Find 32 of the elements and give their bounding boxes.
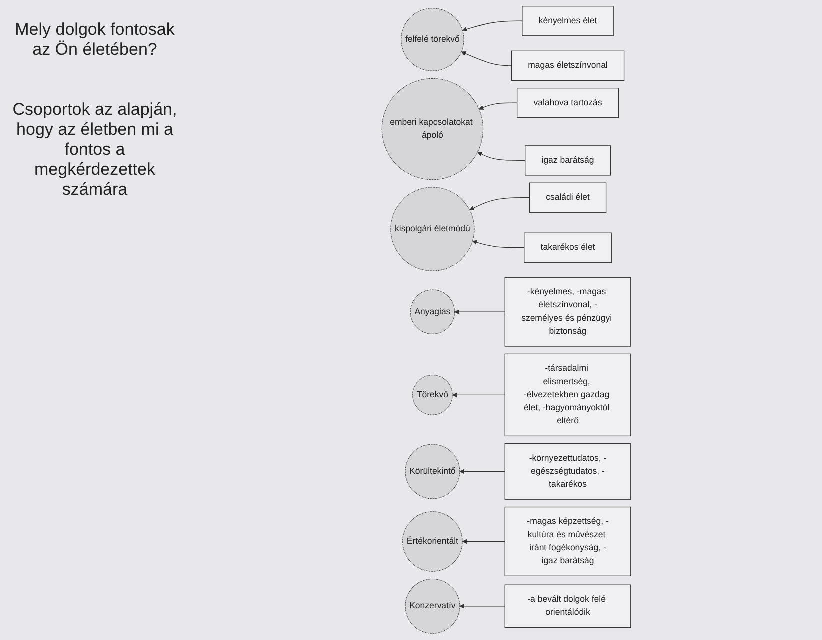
node-box: kényelmes élet [522,6,614,36]
heading-text: Mely dolgok fontosak az Ön életében? [14,20,176,60]
node-box: -társadalmi elismertség, -élvezetekben gazdag élet, -hagyományoktól eltérő [504,354,631,437]
node-circle: Értékorientált [402,512,462,572]
arrow [452,392,505,398]
arrow [462,20,522,32]
node-circle: Körültekintő [404,444,460,500]
node-box: igaz barátság [524,146,610,176]
node-box: takarékos élet [524,232,612,263]
node-box: -környezettudatos, -egészségtudatos, -takarékos [504,444,631,500]
node-box: -kényelmes, -magas életszínvonal, -személyes és pénzügyi biztonság [504,277,631,347]
node-box: valahova tartozás [516,88,619,118]
arrow [462,539,505,544]
arrow [478,102,518,110]
node-circle: Anyagias [410,290,455,334]
arrow [454,310,505,314]
arrow [477,152,526,162]
arrow [472,240,524,248]
node-box: magas életszínvonal [510,50,624,81]
arrow [469,198,530,210]
node-circle: Törekvő [412,375,452,416]
heading-text: Csoportok az alapján, hogy az életben mi a fontos a megkérdezettek számára [12,100,178,200]
node-box: -a bevált dolgok felé orientálódik [504,584,631,628]
arrow [460,51,512,66]
arrow [459,604,505,609]
node-circle: emberi kapcsolatokat ápoló [381,78,484,180]
node-box: családi élet [528,182,606,213]
node-box: -magas képzettség, -kultúra és művészet iránt fogékonyság, -igaz barátság [504,506,631,576]
arrow [459,469,505,474]
node-circle: kispolgári életmódú [390,187,474,272]
node-circle: felfelé törekvő [400,8,464,72]
node-circle: Konzervatív [404,578,460,634]
